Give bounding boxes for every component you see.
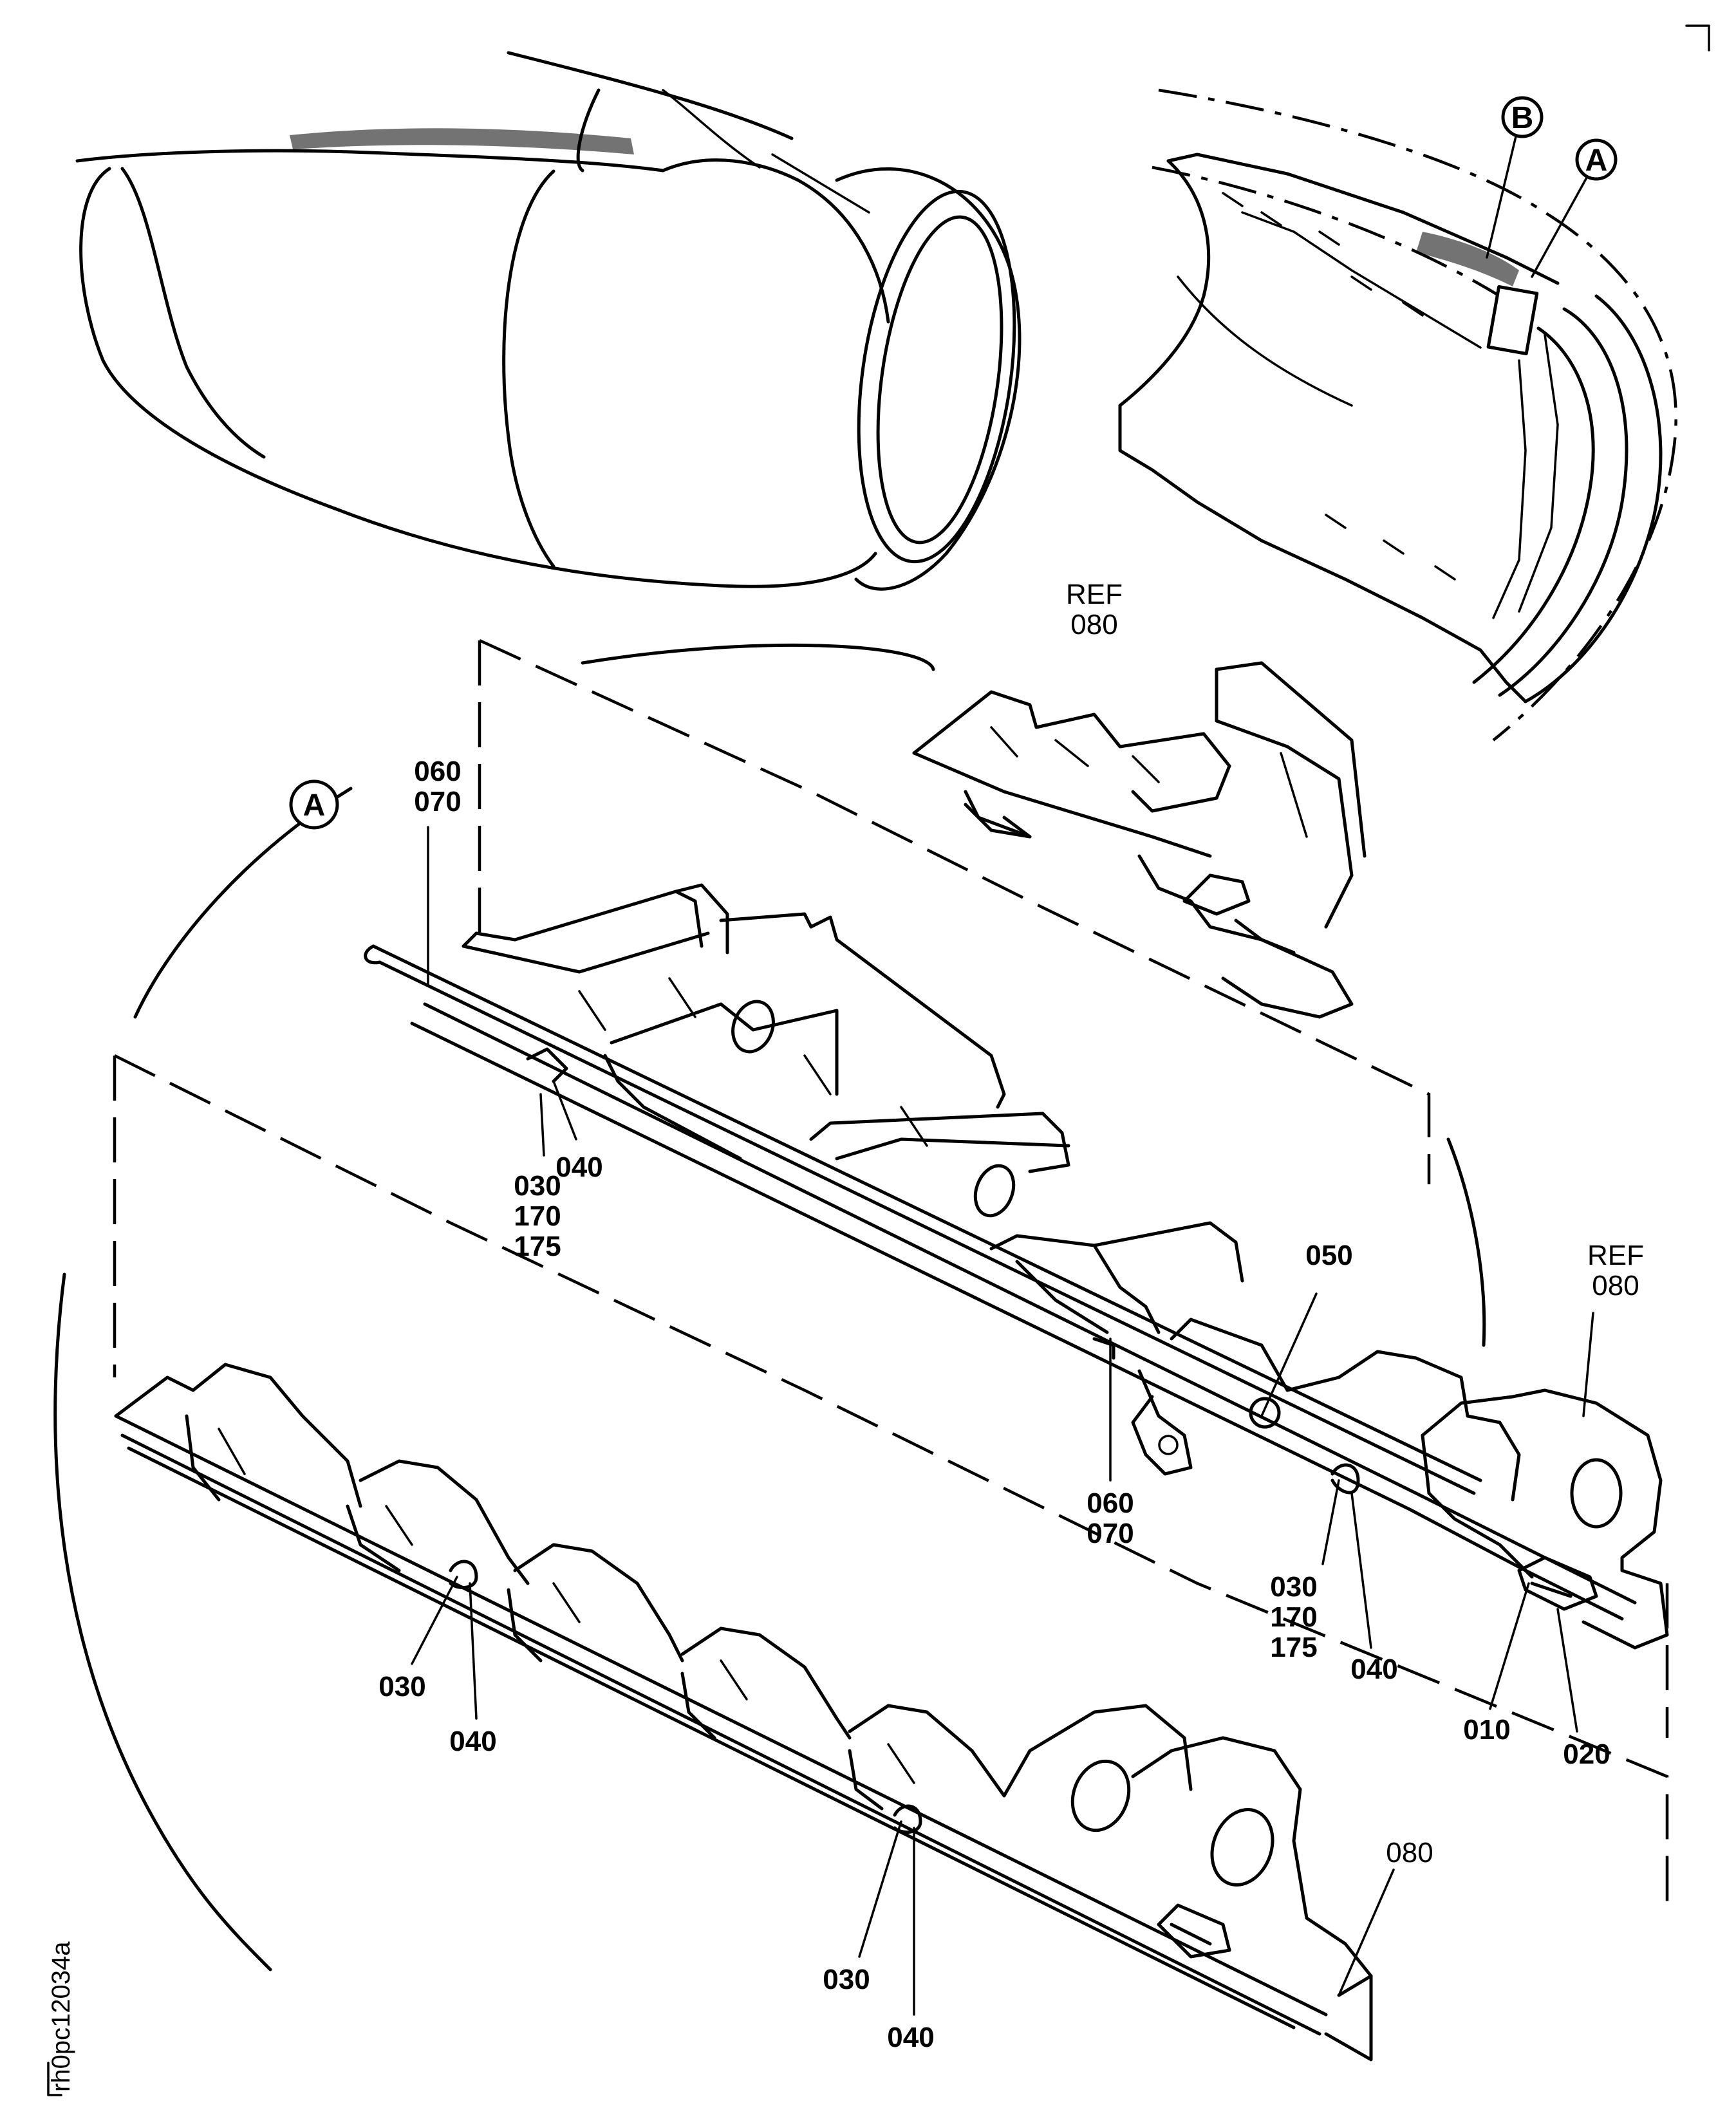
ref-080-top-line2: 080 [1070,609,1117,640]
engine-nacelle [75,51,1022,591]
label-030-lower-a: 030 [378,1671,425,1702]
label-020: 020 [1563,1738,1610,1770]
lower-rail-assembly [114,1363,1373,2062]
label-070-mid: 070 [1087,1518,1134,1549]
corner-mark [1685,24,1710,51]
label-040-lower-a: 040 [449,1726,496,1757]
detail-a-arc [53,643,1486,1971]
label-060-top: 060 [414,756,461,787]
label-040-upper: 040 [555,1151,602,1183]
ref-080-bracket [912,661,1367,1019]
label-170-upper: 170 [514,1200,561,1232]
label-040-lower-b: 040 [887,2022,934,2053]
bubble-a-detail-label: A [303,788,326,823]
label-175-upper: 175 [514,1231,561,1262]
ref-080-top-line1: REF [1066,579,1123,610]
figure-id: rh0pc12034a [47,1941,75,2092]
ref-080-right-line1: REF [1587,1240,1644,1271]
label-170-right: 170 [1270,1601,1317,1633]
label-010: 010 [1463,1714,1510,1746]
label-030-upper: 030 [514,1170,561,1202]
labels: REF 080 060 070 040 030 170 175 050 REF … [378,579,1644,2053]
label-030-right: 030 [1270,1571,1317,1603]
bubble-a-detail [289,779,339,830]
label-060-mid: 060 [1087,1487,1134,1519]
thrust-reverser-half [1118,88,1677,741]
bubble-b [1501,96,1544,138]
label-070-top: 070 [414,786,461,817]
label-080: 080 [1386,1837,1433,1868]
explode-guides [113,638,1669,1905]
bubble-a-top-label: A [1585,144,1608,178]
ref-080-right-line2: 080 [1592,1270,1639,1301]
figure-id-bracket [47,2062,62,2096]
label-050: 050 [1305,1240,1352,1271]
upper-rail-assembly [364,883,1669,1650]
label-175-right: 175 [1270,1632,1317,1663]
bubble-a-top [1575,138,1618,181]
bubble-b-label: B [1511,101,1534,135]
label-040-right: 040 [1350,1654,1397,1685]
label-030-lower-b: 030 [823,1964,870,1995]
leader-lines [411,826,1594,2016]
